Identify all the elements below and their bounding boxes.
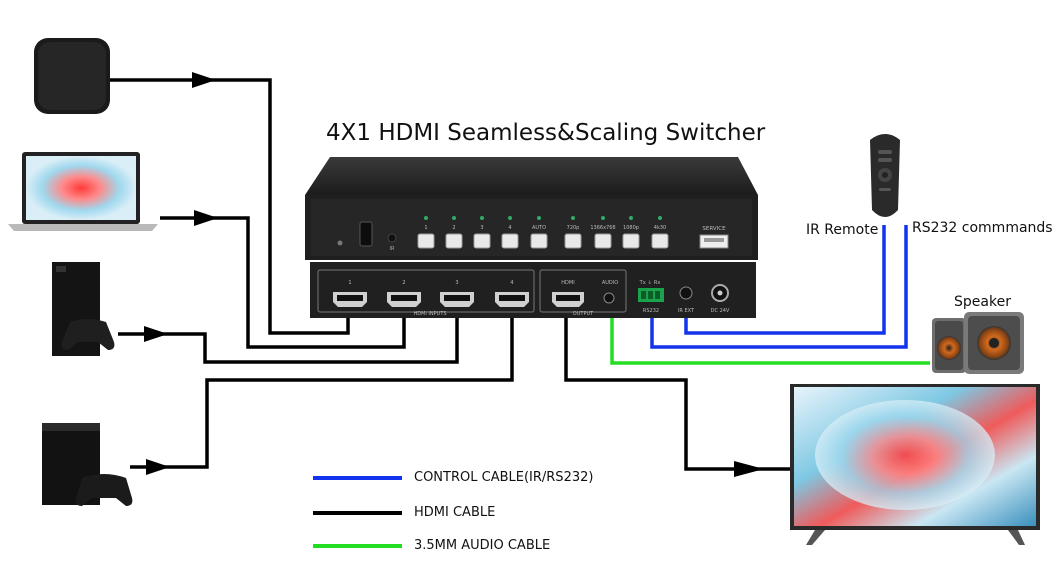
input-number-label: 2 [402,280,405,286]
front-button-label: 720p [567,225,580,231]
hdmi-cable-output-tv [564,318,795,471]
hdmi-cable-playstation [130,318,514,469]
ir-label: IR [390,246,395,252]
ir-sensor [387,233,397,243]
front-led [658,216,662,220]
switcher-front-unit: IR 1 2 3 4 AUTO 720p 1366x768 1080p 4k30 SERVICE [305,157,758,260]
audio-label: AUDIO [602,280,618,286]
legend [313,476,402,548]
hdmi-cables [110,78,795,471]
playstation-console-device [42,423,133,506]
front-led [537,216,541,220]
front-select-button[interactable] [594,233,612,249]
front-buttons: 1 2 3 4 AUTO 720p 1366x768 1080p 4k30 [417,216,669,249]
service-label: SERVICE [702,226,726,232]
rs232-label: RS232 [643,308,659,314]
laptop-device [8,152,158,231]
audio-cable [610,300,930,365]
rs232-terminal-block[interactable] [638,288,664,302]
hdmi-cable-mediabox [110,78,350,335]
legend-label-control: CONTROL CABLE(IR/RS232) [414,470,594,485]
front-led [480,216,484,220]
front-led [424,216,428,220]
front-button-label: 1 [424,225,427,231]
output-label: OUTPUT [573,311,594,317]
hdmi-cable-laptop [160,216,406,349]
legend-label-hdmi: HDMI CABLE [414,505,496,520]
front-select-button[interactable] [417,233,435,249]
front-select-button[interactable] [473,233,491,249]
xbox-console-device [52,262,115,356]
ir-remote-device [870,134,900,217]
power-led [337,240,343,246]
hdmi-cable-xbox [118,318,459,364]
rs232-cable [650,225,908,349]
front-select-button[interactable] [530,233,548,249]
input-number-label: 1 [348,280,351,286]
front-button-label: 2 [452,225,455,231]
hdmi-port-slot [391,295,417,301]
front-led [508,216,512,220]
speakers-device [932,312,1024,374]
front-led [571,216,575,220]
front-button-label: 3 [480,225,483,231]
ir-ext-jack[interactable] [679,286,693,300]
front-led [452,216,456,220]
arrow-icon [146,459,170,475]
front-button-label: 1366x768 [590,225,615,231]
arrow-icon [734,461,764,477]
front-led [601,216,605,220]
hdmi-inputs-label: HDMI INPUTS [413,311,446,317]
dc-label: DC 24V [711,308,730,314]
cable-arrows [144,72,764,477]
hdmi-input-ports: 1 2 3 4 [333,280,529,307]
front-button-label: 1080p [623,225,639,231]
front-select-button[interactable] [564,233,582,249]
hdmi-port-slot [337,295,363,301]
front-button-label: 4k30 [654,225,666,231]
media-box-device [34,38,110,114]
audio-jack[interactable] [603,292,615,304]
ir-ext-label: IR EXT [678,308,695,314]
switcher-rear-unit: 1 2 3 4 HDMI INPUTS HDMI AUDIO OUTPUT Tx ⏚ … [310,262,756,318]
rs232-commands-label: RS232 commmands [912,220,1053,236]
front-select-button[interactable] [651,233,669,249]
speaker-label: Speaker [954,294,1011,310]
hdmi-out-label: HDMI [561,280,574,286]
front-button-label: 4 [508,225,511,231]
front-button-label: AUTO [532,225,546,231]
front-select-button[interactable] [445,233,463,249]
tv-device [790,384,1040,545]
arrow-icon [144,326,168,342]
terminal-label: Tx ⏚ Rx [639,279,661,286]
input-number-label: 4 [510,280,513,286]
front-led [629,216,633,220]
power-switch[interactable] [359,221,373,247]
front-select-button[interactable] [622,233,640,249]
ir-remote-label: IR Remote [806,222,879,238]
arrow-icon [192,72,216,88]
hdmi-output-port[interactable] [552,292,584,307]
arrow-icon [194,210,218,226]
hdmi-port-slot [499,295,525,301]
hdmi-port-slot [444,295,470,301]
diagram-title: 4X1 HDMI Seamless&Scaling Switcher [326,120,766,146]
input-number-label: 3 [455,280,458,286]
legend-label-audio: 3.5MM AUDIO CABLE [414,538,551,553]
front-select-button[interactable] [501,233,519,249]
